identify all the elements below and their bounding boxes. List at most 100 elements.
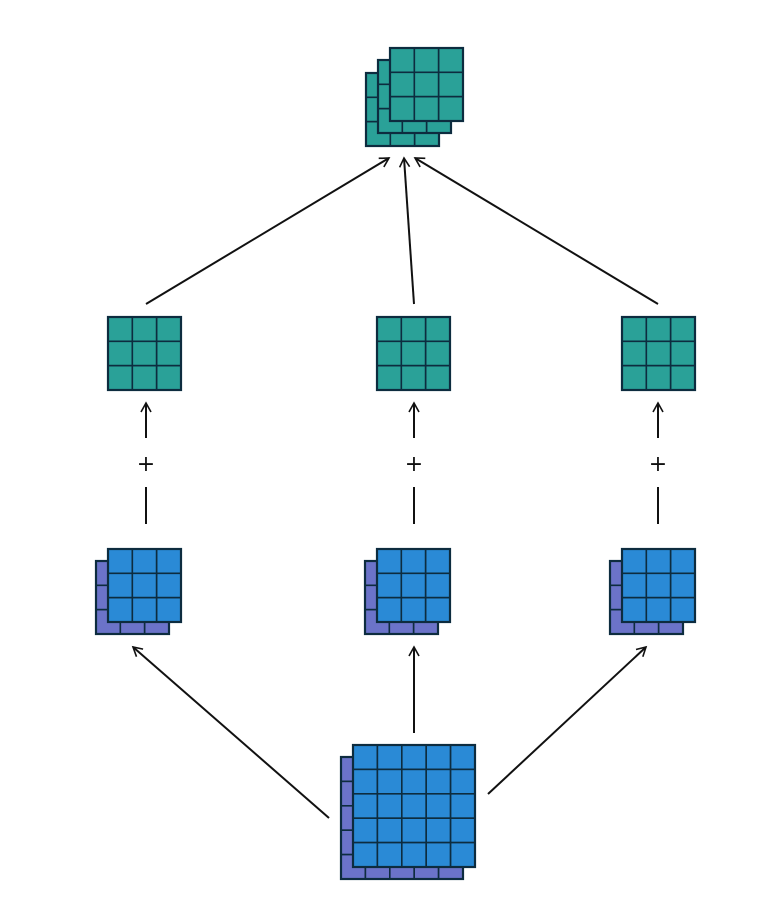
grid-cell (131, 316, 158, 343)
grid-cell (376, 596, 403, 623)
grid-border (351, 743, 477, 869)
branch-output-right (620, 315, 697, 392)
grid-cell (107, 596, 134, 623)
grid-cell (424, 364, 451, 391)
grid-cell (669, 340, 696, 367)
grid-cell (352, 817, 379, 844)
grid-cell (425, 792, 452, 819)
arrow-input-to-right (487, 645, 648, 795)
arrow-right-output-to-top (413, 157, 659, 305)
grid-cell (107, 340, 134, 367)
grid-cell (424, 316, 451, 343)
grid-cell (413, 95, 440, 122)
grid-cell (131, 364, 158, 391)
grid-cell (621, 364, 648, 391)
grid-cell (352, 744, 379, 771)
grid-cell (621, 596, 648, 623)
grid-cell (155, 364, 182, 391)
grid-cell (155, 596, 182, 623)
grid-cell (376, 792, 403, 819)
grid-cell (376, 744, 403, 771)
grid-cell (437, 47, 464, 74)
grid-cell (131, 548, 158, 575)
branch-output-left (106, 315, 183, 392)
grid-cell (376, 817, 403, 844)
grid-cell (400, 768, 427, 795)
grid-cell (376, 548, 403, 575)
grid-cell (621, 548, 648, 575)
grid-cell (425, 817, 452, 844)
grid-cell (669, 364, 696, 391)
grid-cell (376, 768, 403, 795)
grid-cell (449, 841, 476, 868)
branch-input-right-front (620, 547, 697, 624)
grid-cell (389, 47, 416, 74)
grid-cell (645, 316, 672, 343)
grid-cell (376, 841, 403, 868)
grid-cell (424, 596, 451, 623)
grid-cell (449, 817, 476, 844)
grid-cell (437, 71, 464, 98)
grid-cell (425, 768, 452, 795)
arrow-left-output-to-top (145, 157, 391, 305)
grid-cell (107, 316, 134, 343)
grid-cell (155, 548, 182, 575)
grid-cell (400, 596, 427, 623)
grid-border (388, 46, 465, 123)
grid-cell (155, 572, 182, 599)
grid-cell (400, 340, 427, 367)
grid-cell (131, 596, 158, 623)
branch-output-middle (375, 315, 452, 392)
grid-cell (425, 841, 452, 868)
arrow-input-to-left (131, 645, 330, 819)
grid-cell (424, 572, 451, 599)
grid-cell (413, 71, 440, 98)
grid-cell (352, 841, 379, 868)
grid-cell (131, 572, 158, 599)
grid-cell (376, 340, 403, 367)
grid-cell (376, 572, 403, 599)
grid-cell (621, 340, 648, 367)
plus-operator-left: + (137, 452, 155, 477)
grid-cell (449, 792, 476, 819)
grid-cell (389, 95, 416, 122)
grid-border (620, 547, 697, 624)
arrow-middle-output-to-top (398, 156, 415, 305)
grid-border (375, 547, 452, 624)
grid-cell (389, 71, 416, 98)
grid-cell (669, 316, 696, 343)
branch-input-middle-front (375, 547, 452, 624)
grid-cell (621, 572, 648, 599)
grid-cell (400, 792, 427, 819)
grid-cell (424, 548, 451, 575)
grid-cell (376, 316, 403, 343)
grid-cell (645, 364, 672, 391)
grid-cell (669, 572, 696, 599)
grid-cell (669, 596, 696, 623)
grid-cell (107, 548, 134, 575)
grid-cell (413, 47, 440, 74)
grid-cell (645, 596, 672, 623)
grid-cell (376, 364, 403, 391)
grid-cell (437, 95, 464, 122)
grid-cell (669, 548, 696, 575)
grid-border (375, 315, 452, 392)
plus-operator-middle: + (405, 452, 423, 477)
grid-cell (645, 572, 672, 599)
grid-cell (400, 817, 427, 844)
output-stack-layer-1 (388, 46, 465, 123)
grid-cell (400, 572, 427, 599)
grid-cell (107, 364, 134, 391)
grid-cell (352, 792, 379, 819)
input-stack-front (351, 743, 477, 869)
grid-cell (400, 364, 427, 391)
grid-cell (645, 340, 672, 367)
grid-cell (107, 572, 134, 599)
plus-operator-right: + (649, 452, 667, 477)
grid-border (106, 315, 183, 392)
grid-cell (155, 340, 182, 367)
grid-border (106, 547, 183, 624)
grid-border (620, 315, 697, 392)
